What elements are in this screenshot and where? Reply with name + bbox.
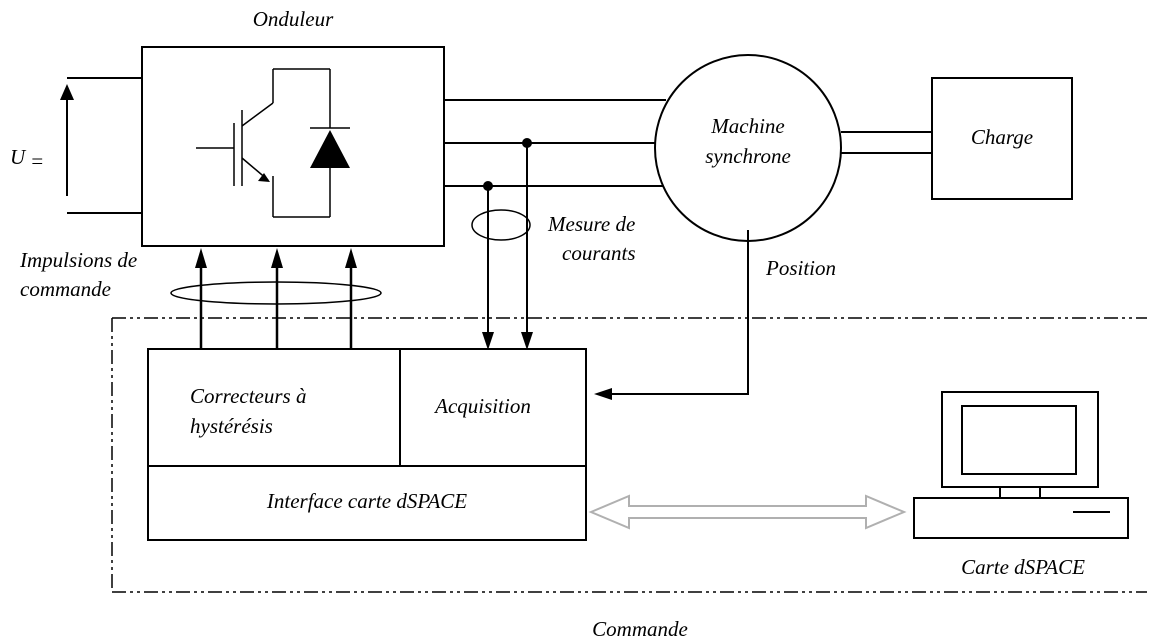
diode-icon bbox=[310, 130, 350, 168]
supply-arrow-icon bbox=[60, 84, 74, 100]
current-sensor-ellipse bbox=[471, 209, 531, 241]
load-box bbox=[931, 77, 1073, 200]
command-pulse-wires bbox=[199, 268, 353, 349]
acquisition-label: Acquisition bbox=[433, 394, 531, 418]
machine-label-line1: Machine bbox=[710, 114, 784, 138]
command-pulses-label-line1: Impulsions de bbox=[19, 248, 137, 272]
command-pulses-label-line2: commande bbox=[20, 277, 111, 301]
position-wire bbox=[612, 230, 749, 395]
data-link-arrow-icon bbox=[588, 494, 907, 530]
junction-dot bbox=[522, 138, 532, 148]
supply-label-subscript: = bbox=[30, 149, 44, 173]
hysteresis-correctors-line2: hystérésis bbox=[190, 414, 273, 438]
pulse-bundle-ellipse bbox=[170, 281, 382, 305]
arrow-down-icon bbox=[482, 332, 494, 350]
arrow-up-icon bbox=[195, 248, 207, 268]
arrow-up-icon bbox=[345, 248, 357, 268]
junction-dot bbox=[483, 181, 493, 191]
arrow-up-icon bbox=[271, 248, 283, 268]
current-measurement-wires bbox=[487, 143, 528, 332]
machine-label-line2: synchrone bbox=[705, 144, 791, 168]
inverter-title: Onduleur bbox=[253, 7, 334, 31]
arrow-down-icon bbox=[521, 332, 533, 350]
hysteresis-correctors-line1: Correcteurs à bbox=[190, 384, 306, 408]
dspace-interface-label: Interface carte dSPACE bbox=[266, 489, 467, 513]
command-label: Commande bbox=[592, 617, 688, 641]
arrow-left-icon bbox=[594, 388, 612, 400]
position-label: Position bbox=[765, 256, 836, 280]
dspace-card-label: Carte dSPACE bbox=[961, 555, 1085, 579]
current-measure-label-line1: Mesure de bbox=[547, 212, 635, 236]
supply-label: U bbox=[10, 145, 27, 169]
shaft bbox=[841, 131, 932, 154]
control-block bbox=[147, 348, 587, 541]
computer-icon bbox=[913, 391, 1129, 539]
phase-lines bbox=[444, 99, 666, 187]
current-measure-label-line2: courants bbox=[562, 241, 636, 265]
igbt-emitter-arrow-icon bbox=[258, 173, 270, 182]
command-boundary bbox=[111, 317, 1147, 593]
dc-supply bbox=[66, 77, 142, 214]
load-label: Charge bbox=[971, 125, 1033, 149]
inverter-box bbox=[141, 46, 445, 247]
